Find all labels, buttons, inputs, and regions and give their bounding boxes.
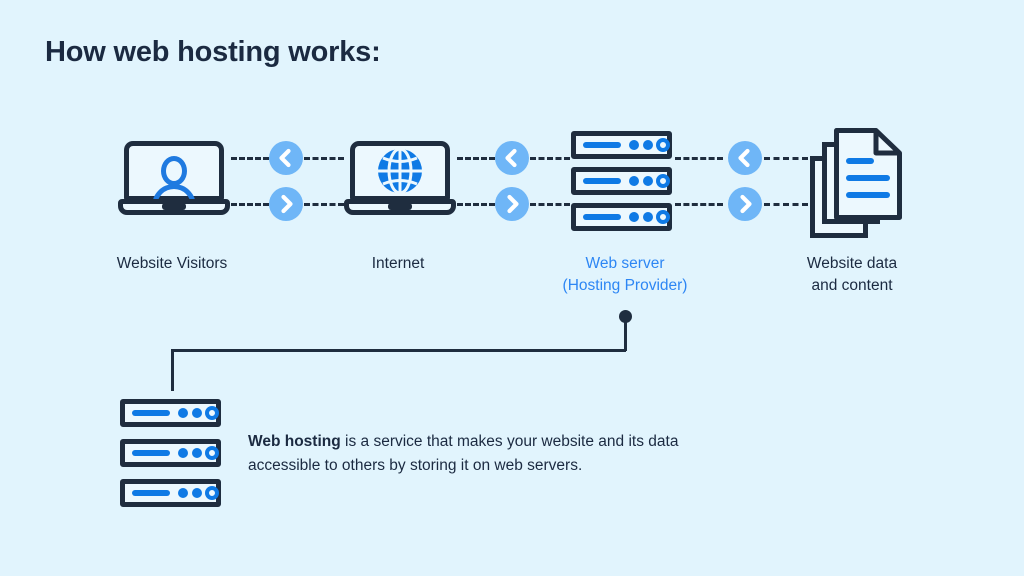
dash-line-3b-right (764, 203, 808, 206)
server-bar (583, 142, 621, 148)
node-label-website-data-line2: and content (811, 277, 893, 294)
server-bar (132, 410, 170, 416)
server-dot (629, 212, 639, 222)
laptop-screen (124, 141, 224, 206)
server-unit (571, 203, 672, 231)
server-ring (656, 138, 670, 152)
dash-line-1a-left (231, 157, 269, 160)
dash-line-2b-right (530, 203, 570, 206)
server-ring (656, 210, 670, 224)
server-bar (583, 178, 621, 184)
user-head-shape (161, 156, 187, 186)
node-label-website-visitors: Website Visitors (116, 255, 228, 272)
dash-line-3a-right (764, 157, 808, 160)
server-bar (132, 490, 170, 496)
chevron-right-icon-3[interactable] (728, 187, 762, 221)
server-unit (120, 399, 221, 427)
laptop-trackpad-notch (162, 203, 186, 210)
server-unit (120, 479, 221, 507)
server-ring (205, 406, 219, 420)
server-bar (132, 450, 170, 456)
dash-line-1a-right (304, 157, 344, 160)
server-dot (643, 176, 653, 186)
server-dot (643, 212, 653, 222)
callout-text: is a service that makes your website and… (248, 433, 679, 474)
globe-icon (378, 147, 422, 195)
connector-vertical-left (171, 349, 174, 391)
dash-line-3a-left (675, 157, 723, 160)
dash-line-3b-left (675, 203, 723, 206)
connector-endpoint-dot (619, 310, 632, 323)
node-label-website-data-line1: Website data (806, 255, 898, 272)
chevron-left-icon-3[interactable] (728, 141, 762, 175)
server-dot (192, 408, 202, 418)
server-unit (571, 131, 672, 159)
server-dot (643, 140, 653, 150)
server-unit (120, 439, 221, 467)
dash-line-2a-right (530, 157, 570, 160)
document-front-page (834, 128, 902, 220)
node-label-web-server-line2: (Hosting Provider) (562, 277, 688, 294)
laptop-globe-icon (344, 141, 456, 219)
chevron-left-icon-2[interactable] (495, 141, 529, 175)
server-bar (583, 214, 621, 220)
laptop-screen (350, 141, 450, 201)
server-dot (629, 140, 639, 150)
dash-line-2a-left (457, 157, 495, 160)
page-title: How web hosting works: (45, 36, 381, 68)
dash-line-2b-left (457, 203, 495, 206)
server-dot (178, 408, 188, 418)
laptop-trackpad-notch (388, 203, 412, 210)
server-dot (192, 448, 202, 458)
connector-horizontal (171, 349, 626, 352)
user-body-shape (152, 184, 196, 206)
dash-line-1b-left (231, 203, 269, 206)
chevron-right-icon-2[interactable] (495, 187, 529, 221)
server-dot (178, 448, 188, 458)
server-ring (205, 486, 219, 500)
chevron-left-icon-1[interactable] (269, 141, 303, 175)
server-unit (571, 167, 672, 195)
server-dot (192, 488, 202, 498)
server-ring (205, 446, 219, 460)
dash-line-1b-right (304, 203, 344, 206)
laptop-user-icon (118, 141, 230, 219)
node-label-internet: Internet (371, 255, 425, 272)
server-dot (629, 176, 639, 186)
server-dot (178, 488, 188, 498)
callout-description: Web hosting is a service that makes your… (248, 430, 728, 478)
server-ring (656, 174, 670, 188)
callout-term: Web hosting (248, 433, 341, 450)
connector-vertical-right (624, 320, 627, 351)
chevron-right-icon-1[interactable] (269, 187, 303, 221)
node-label-web-server-line1: Web server (585, 255, 665, 272)
